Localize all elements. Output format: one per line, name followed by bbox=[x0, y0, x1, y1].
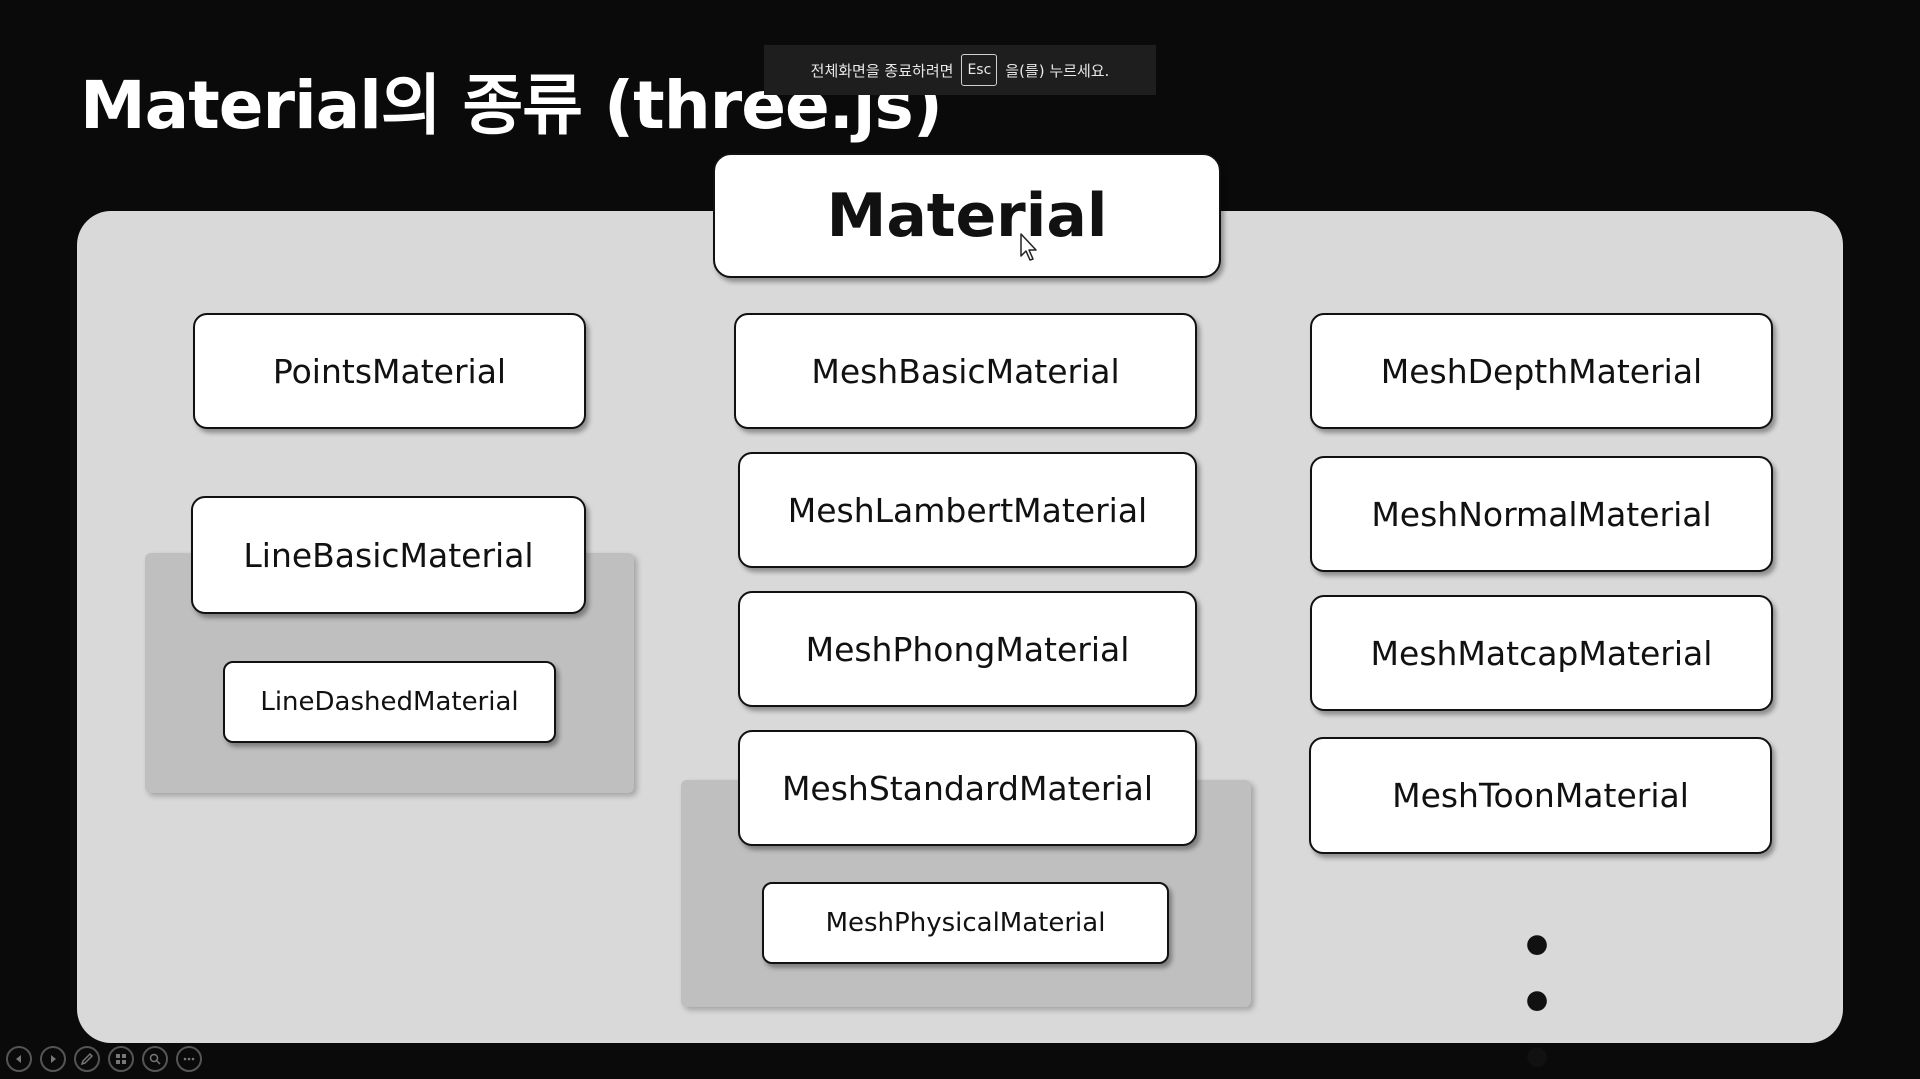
line-dashed-material-label: LineDashedMaterial bbox=[260, 687, 519, 717]
mesh-lambert-material-box: MeshLambertMaterial bbox=[738, 452, 1197, 568]
mesh-physical-material-box: MeshPhysicalMaterial bbox=[762, 882, 1169, 964]
mesh-phong-material-label: MeshPhongMaterial bbox=[805, 629, 1130, 669]
mesh-basic-material-label: MeshBasicMaterial bbox=[811, 351, 1120, 391]
more-options-icon[interactable] bbox=[176, 1046, 202, 1072]
mesh-basic-material-box: MeshBasicMaterial bbox=[734, 313, 1197, 429]
points-material-box: PointsMaterial bbox=[193, 313, 586, 429]
mesh-toon-material-box: MeshToonMaterial bbox=[1309, 737, 1772, 854]
more-materials-ellipsis: • • • bbox=[1519, 915, 1561, 1079]
mesh-matcap-material-box: MeshMatcapMaterial bbox=[1310, 595, 1773, 711]
fullscreen-exit-toast: 전체화면을 종료하려면 Esc 을(를) 누르세요. bbox=[764, 45, 1156, 95]
previous-icon[interactable] bbox=[6, 1046, 32, 1072]
mesh-depth-material-label: MeshDepthMaterial bbox=[1380, 351, 1703, 391]
toast-text-before: 전체화면을 종료하려면 bbox=[810, 61, 954, 80]
mesh-normal-material-box: MeshNormalMaterial bbox=[1310, 456, 1773, 572]
next-icon[interactable] bbox=[40, 1046, 66, 1072]
slides-grid-icon[interactable] bbox=[108, 1046, 134, 1072]
mesh-standard-material-label: MeshStandardMaterial bbox=[781, 768, 1154, 808]
pen-icon[interactable] bbox=[74, 1046, 100, 1072]
line-basic-material-box: LineBasicMaterial bbox=[191, 496, 586, 614]
esc-key-badge: Esc bbox=[961, 54, 998, 86]
mesh-matcap-material-label: MeshMatcapMaterial bbox=[1370, 633, 1713, 673]
mouse-cursor-icon bbox=[1020, 233, 1037, 261]
mesh-toon-material-label: MeshToonMaterial bbox=[1392, 776, 1689, 815]
mesh-lambert-material-label: MeshLambertMaterial bbox=[787, 490, 1148, 530]
points-material-label: PointsMaterial bbox=[272, 351, 507, 391]
material-root-box: Material bbox=[713, 153, 1221, 278]
presentation-toolbar bbox=[6, 1046, 202, 1072]
mesh-phong-material-box: MeshPhongMaterial bbox=[738, 591, 1197, 707]
line-dashed-material-box: LineDashedMaterial bbox=[223, 661, 556, 743]
zoom-icon[interactable] bbox=[142, 1046, 168, 1072]
mesh-depth-material-box: MeshDepthMaterial bbox=[1310, 313, 1773, 429]
material-root-label: Material bbox=[826, 180, 1108, 251]
line-basic-material-label: LineBasicMaterial bbox=[243, 535, 534, 575]
toast-text-after: 을(를) 누르세요. bbox=[1005, 61, 1110, 80]
mesh-physical-material-label: MeshPhysicalMaterial bbox=[825, 908, 1106, 938]
mesh-normal-material-label: MeshNormalMaterial bbox=[1371, 494, 1712, 534]
mesh-standard-material-box: MeshStandardMaterial bbox=[738, 730, 1197, 846]
